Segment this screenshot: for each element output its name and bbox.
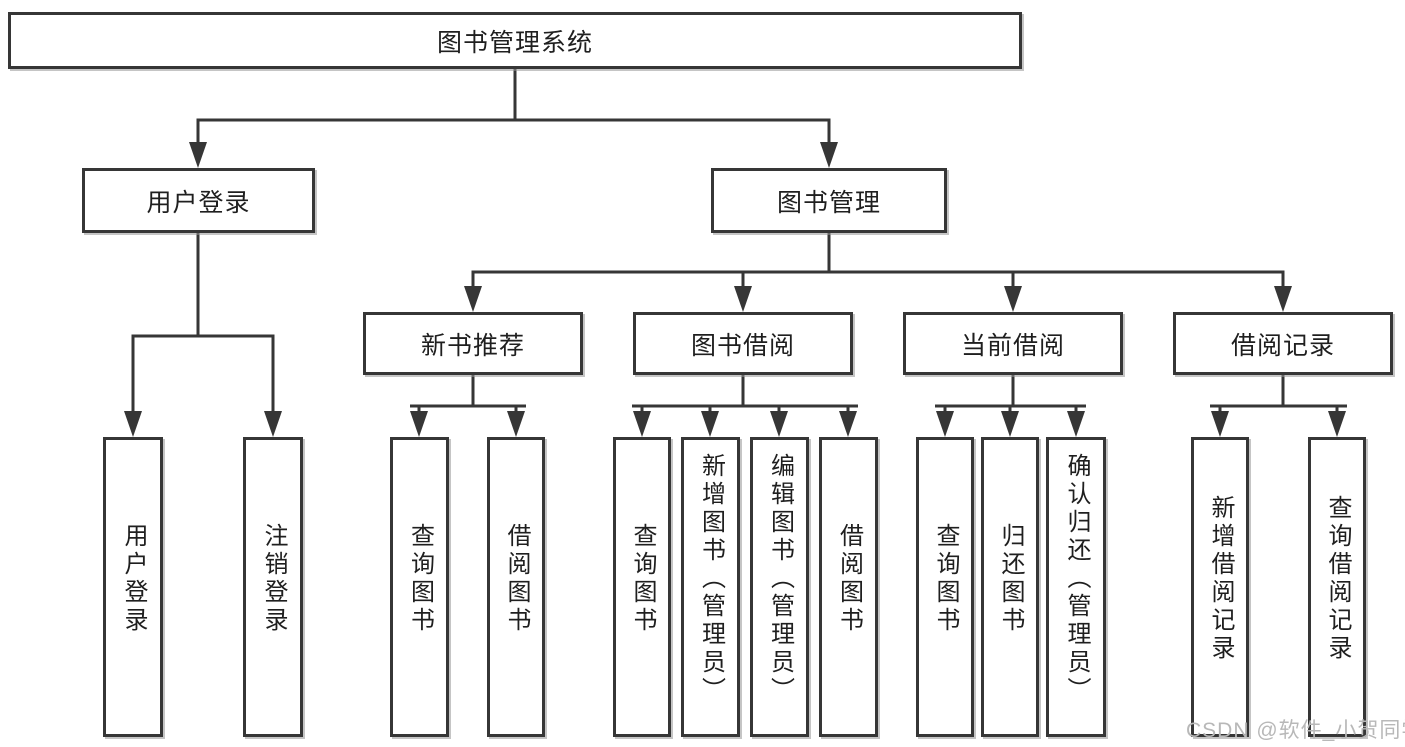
leaf-edit-books-admin: 编辑图书（管理员） — [750, 437, 809, 737]
leaf-query-books-3: 查询图书 — [916, 437, 974, 737]
leaf-label: 编辑图书（管理员） — [766, 453, 794, 705]
node-book-management: 图书管理 — [711, 168, 947, 233]
leaf-label: 查询借阅记录 — [1324, 495, 1351, 663]
leaf-label: 借阅图书 — [503, 523, 530, 635]
leaf-label: 借阅图书 — [835, 523, 863, 635]
leaf-user-login: 用户登录 — [103, 437, 163, 737]
leaf-label: 新增借阅记录 — [1207, 495, 1234, 663]
leaf-label: 确认归还（管理员） — [1063, 453, 1090, 705]
node-current-borrow: 当前借阅 — [903, 312, 1123, 375]
leaf-query-books-2: 查询图书 — [613, 437, 671, 737]
node-borrow-records: 借阅记录 — [1173, 312, 1393, 375]
leaf-logout: 注销登录 — [243, 437, 303, 737]
csdn-watermark: CSDN @软件_小贺同学 — [1186, 719, 1405, 742]
leaf-query-borrow-record: 查询借阅记录 — [1308, 437, 1366, 737]
leaf-label: 新增图书（管理员） — [697, 453, 725, 705]
leaf-borrow-books-2: 借阅图书 — [819, 437, 878, 737]
leaf-confirm-return-admin: 确认归还（管理员） — [1046, 437, 1106, 737]
leaf-borrow-books-1: 借阅图书 — [487, 437, 545, 737]
leaf-label: 查询图书 — [629, 523, 656, 635]
leaf-add-books-admin: 新增图书（管理员） — [681, 437, 740, 737]
leaf-return-books: 归还图书 — [981, 437, 1039, 737]
leaf-label: 用户登录 — [120, 523, 147, 635]
node-user-login: 用户登录 — [82, 168, 315, 233]
node-book-borrow: 图书借阅 — [633, 312, 853, 375]
node-system-root: 图书管理系统 — [8, 12, 1022, 69]
leaf-label: 归还图书 — [997, 523, 1024, 635]
leaf-label: 注销登录 — [260, 523, 287, 635]
leaf-add-borrow-record: 新增借阅记录 — [1191, 437, 1249, 737]
leaf-label: 查询图书 — [406, 523, 434, 635]
leaf-label: 查询图书 — [932, 523, 959, 635]
node-new-book-recommend: 新书推荐 — [363, 312, 583, 375]
leaf-query-books-1: 查询图书 — [390, 437, 449, 737]
